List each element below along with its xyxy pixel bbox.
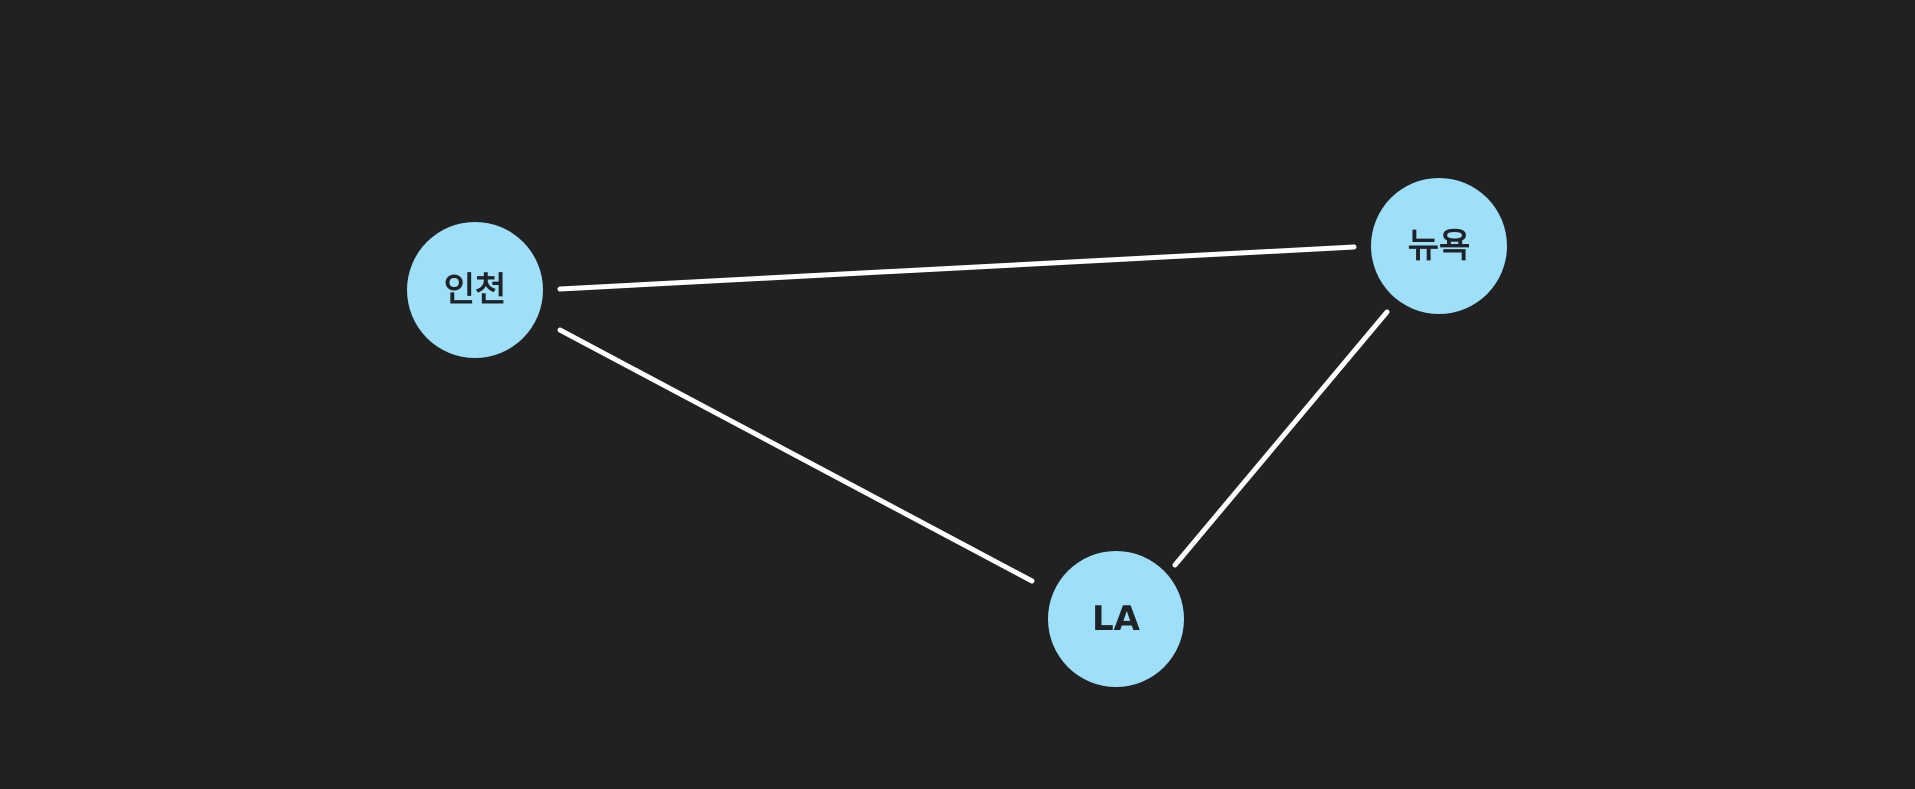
node-la-label: LA	[1092, 599, 1141, 639]
node-la[interactable]: LA	[1048, 551, 1184, 687]
node-incheon-label: 인천	[444, 270, 507, 310]
node-la-circle	[1048, 551, 1184, 687]
edge-incheon-newyork	[557, 244, 1357, 292]
node-newyork-circle	[1371, 178, 1507, 314]
node-newyork-label: 뉴욕	[1408, 226, 1471, 266]
nodes-layer: 인천 뉴욕 LA	[407, 178, 1507, 687]
node-incheon[interactable]: 인천	[407, 222, 543, 358]
edge-la-newyork	[1172, 309, 1390, 568]
edges-layer	[557, 244, 1390, 584]
node-incheon-circle	[407, 222, 543, 358]
edge-incheon-la	[557, 327, 1035, 584]
node-newyork[interactable]: 뉴욕	[1371, 178, 1507, 314]
